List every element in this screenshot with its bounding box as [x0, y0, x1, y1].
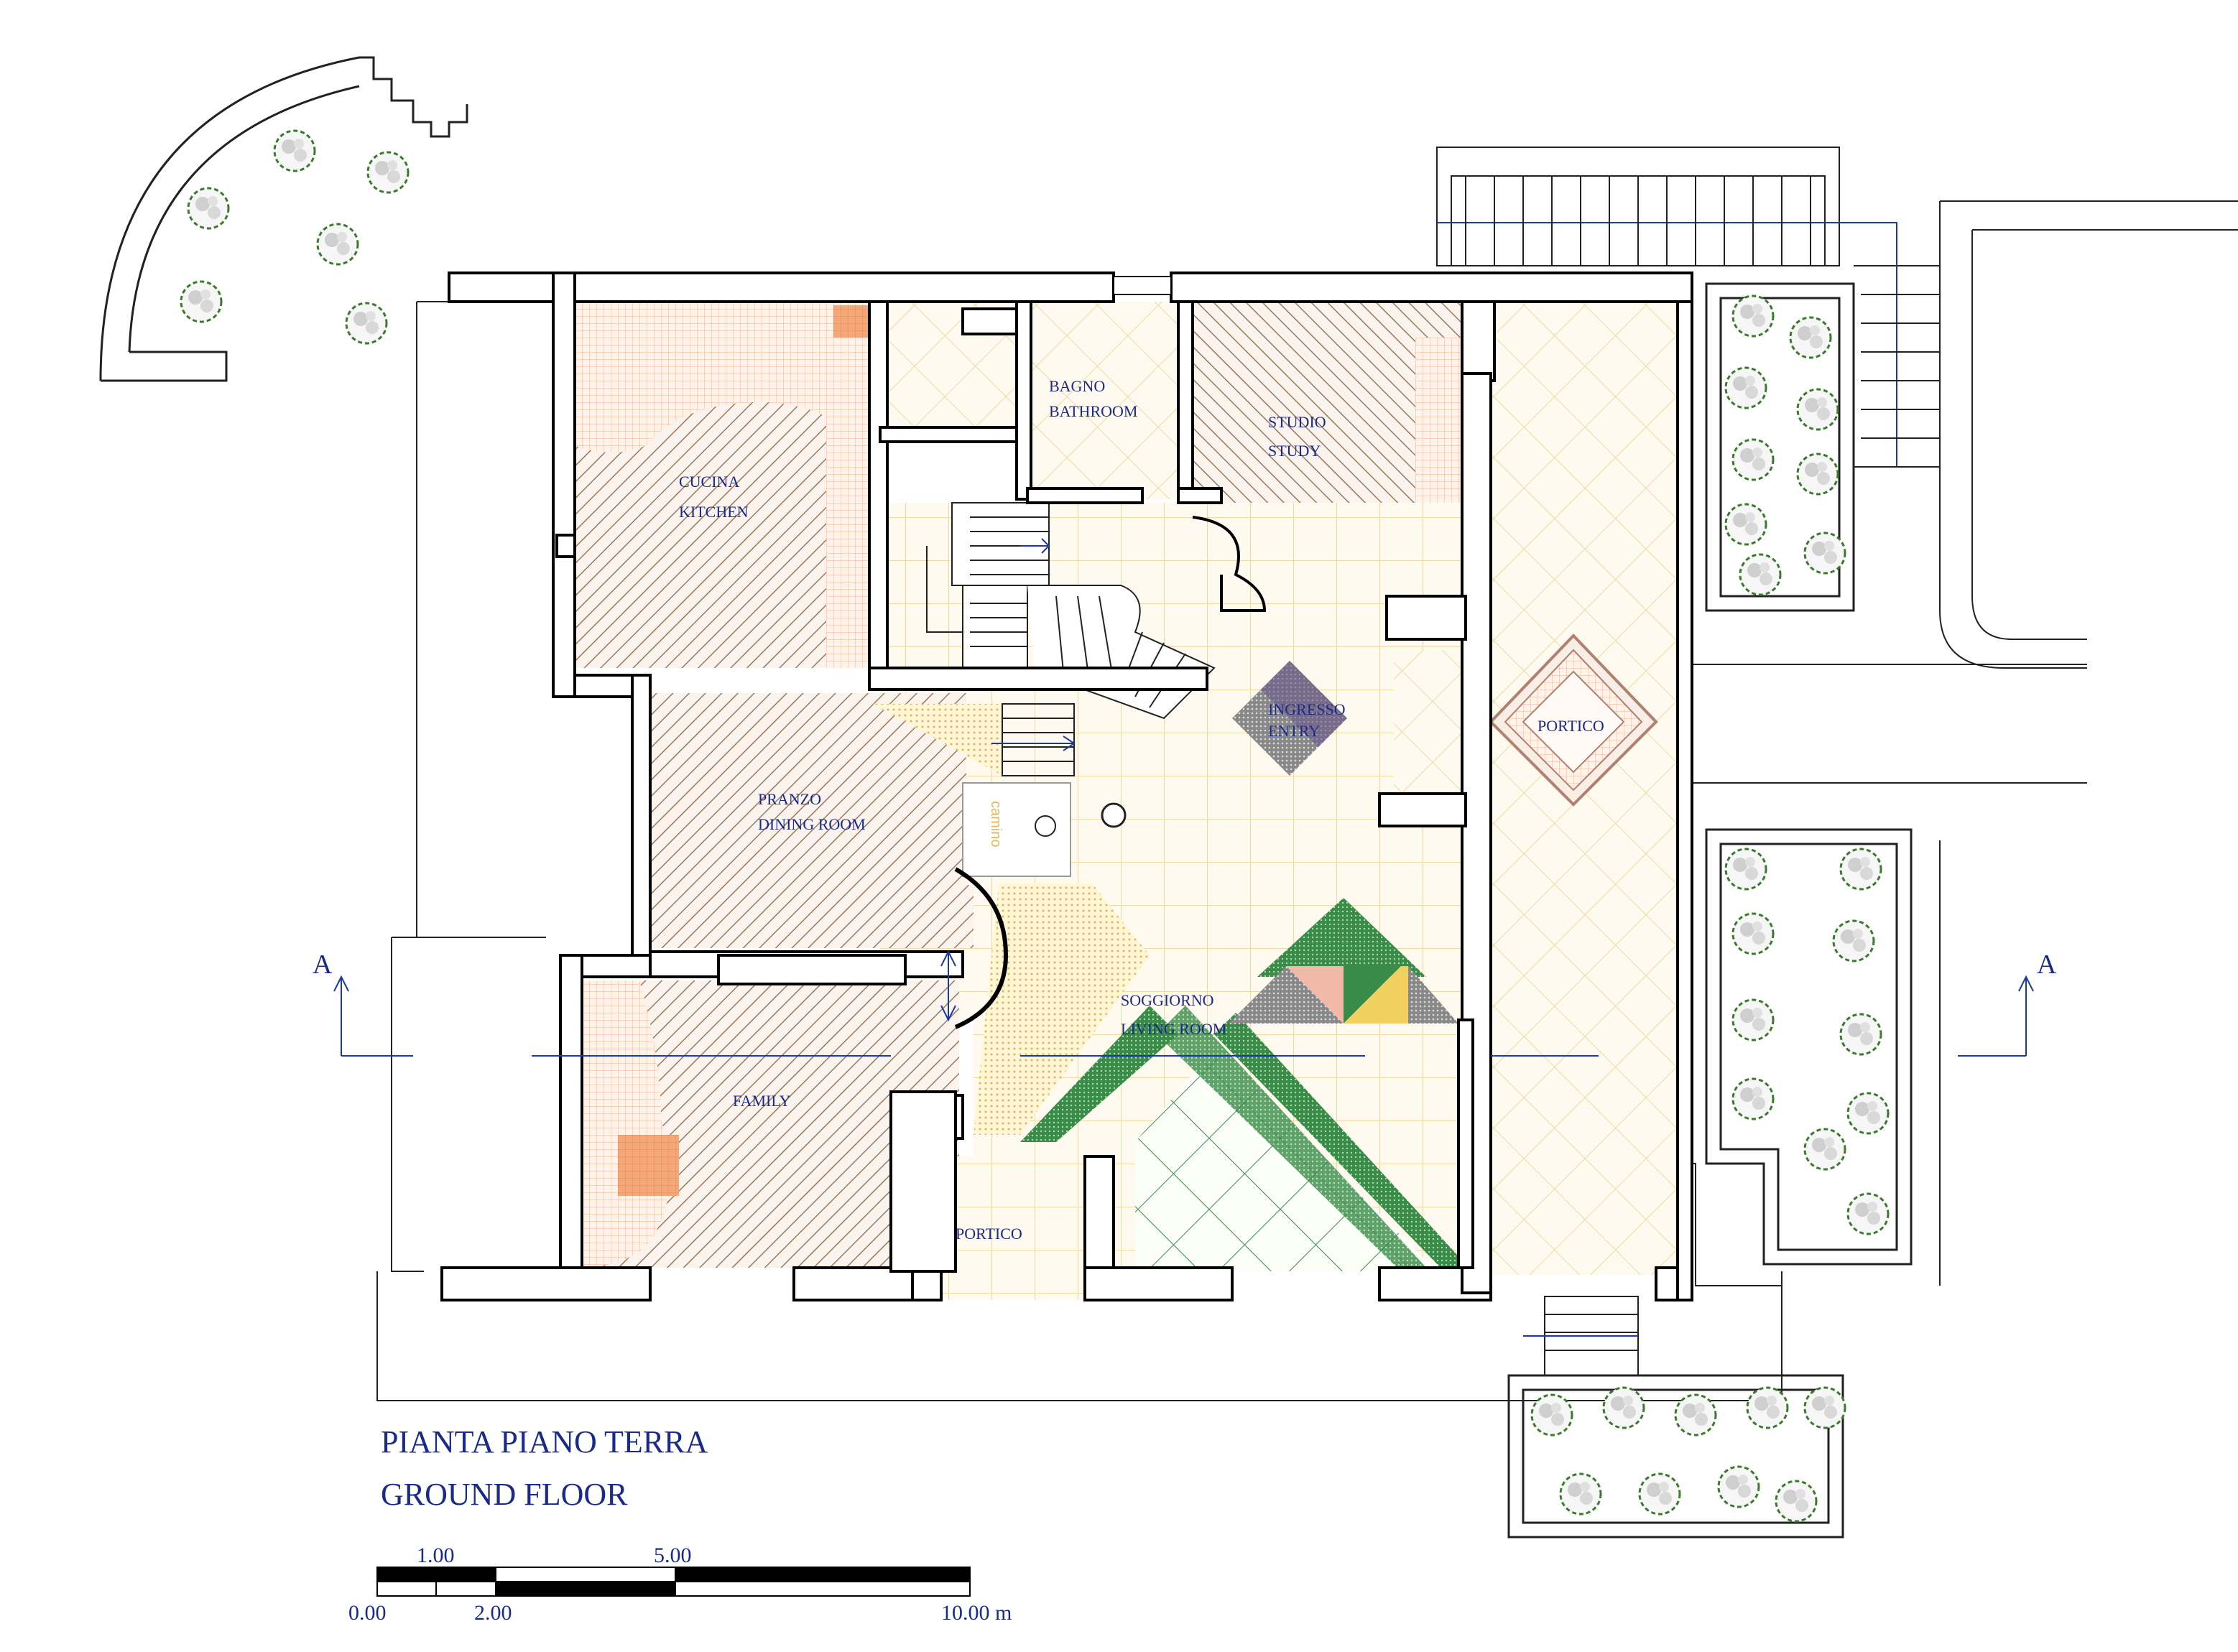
planter-right-top [1705, 282, 1855, 612]
kitchen-label-it: CUCINA [679, 473, 739, 491]
bathroom-label-it: BAGNO [1049, 377, 1105, 395]
fireplace-label: camino [988, 801, 1004, 847]
trees-right-top [1724, 294, 1846, 596]
dining-floor [650, 693, 1002, 948]
top-right-stair-treads [1465, 176, 1940, 439]
section-mark-left: A [313, 950, 333, 980]
entry-label-en: ENTRY [1268, 722, 1320, 740]
scale-bar [376, 1567, 971, 1597]
study-label-en: STUDY [1268, 442, 1321, 460]
mosaic-triangle [1257, 898, 1426, 977]
portico-bottom-label: PORTICO [956, 1225, 1022, 1243]
planter-bottom [1507, 1374, 1844, 1539]
scale-label-0: 0.00 [348, 1601, 387, 1625]
dining-label-it: PRANZO [758, 790, 821, 808]
section-mark-right: A [2037, 950, 2057, 980]
living-label-en: LIVING ROOM [1121, 1020, 1226, 1038]
fireplace [962, 782, 1071, 877]
kitchen-tile-area [575, 302, 877, 453]
study-label-it: STUDIO [1268, 413, 1326, 431]
scale-label-5: 5.00 [654, 1544, 692, 1567]
column [1101, 802, 1127, 828]
trees-bottom [1530, 1386, 1846, 1523]
kitchen-label-en: KITCHEN [679, 503, 749, 521]
section-line [333, 538, 2034, 1057]
scale-label-1: 1.00 [417, 1544, 455, 1567]
family-label: FAMILY [733, 1092, 791, 1110]
scale-label-2: 2.00 [474, 1601, 512, 1625]
living-label-it: SOGGIORNO [1121, 991, 1214, 1009]
plan-title-en: GROUND FLOOR [381, 1477, 628, 1512]
scale-label-10: 10.00 m [941, 1601, 1012, 1625]
bathroom-floor [1027, 302, 1178, 499]
floor-finishes [575, 302, 1685, 1300]
site-outline [376, 301, 2087, 1401]
planter-right-middle [1705, 828, 1913, 1266]
room-labels: CUCINA KITCHEN BAGNO BATHROOM STUDIO STU… [679, 377, 1604, 1243]
trees-right-middle [1724, 848, 1890, 1235]
trees-top-left [180, 129, 410, 345]
entry-label-it: INGRESSO [1268, 700, 1346, 718]
bottom-stair [1523, 1296, 1639, 1376]
bathroom-label-en: BATHROOM [1049, 402, 1137, 420]
planter-top-left [99, 56, 468, 382]
walls [440, 272, 1693, 1301]
plan-title-it: PIANTA PIANO TERRA [381, 1424, 708, 1460]
dining-label-en: DINING ROOM [758, 815, 866, 833]
portico-right-label: PORTICO [1538, 717, 1604, 735]
driveway-right [1939, 200, 2238, 669]
